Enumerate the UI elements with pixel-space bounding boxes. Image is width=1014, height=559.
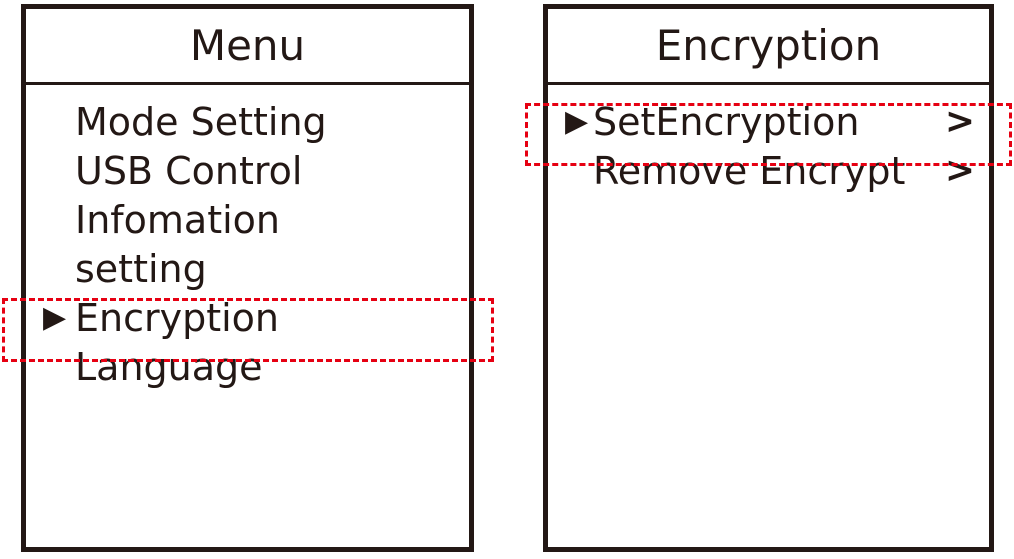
menu-screen-header: Menu (26, 9, 469, 85)
menu-item-usb-control[interactable]: USB Control (26, 146, 469, 195)
page-title: Encryption (655, 20, 882, 70)
selection-arrow-icon: ▶ (565, 103, 589, 139)
menu-item-set-encryption[interactable]: ▶ SetEncryption > (548, 97, 989, 146)
menu-list: Mode Setting USB Control Infomation sett… (26, 85, 469, 391)
menu-item-label: Encryption (75, 295, 280, 340)
encryption-list: ▶ SetEncryption > Remove Encrypt > (548, 85, 989, 195)
menu-item-mode-setting[interactable]: Mode Setting (26, 97, 469, 146)
menu-screen-panel: Menu Mode Setting USB Control Infomation… (21, 4, 474, 552)
menu-item-label: USB Control (75, 148, 303, 193)
menu-item-label: Language (75, 344, 263, 389)
menu-item-infomation[interactable]: Infomation (26, 195, 469, 244)
chevron-right-icon: > (944, 149, 975, 191)
selection-arrow-icon: ▶ (43, 299, 67, 335)
menu-item-label: SetEncryption (593, 99, 860, 144)
menu-item-encryption[interactable]: ▶ Encryption (26, 293, 469, 342)
menu-item-setting[interactable]: setting (26, 244, 469, 293)
page-title: Menu (189, 20, 306, 70)
menu-item-language[interactable]: Language (26, 342, 469, 391)
chevron-right-icon: > (944, 100, 975, 142)
encryption-screen-header: Encryption (548, 9, 989, 85)
menu-item-label: setting (75, 246, 207, 291)
menu-item-label: Infomation (75, 197, 281, 242)
menu-item-remove-encrypt[interactable]: Remove Encrypt > (548, 146, 989, 195)
menu-item-label: Remove Encrypt (593, 148, 906, 193)
encryption-screen-panel: Encryption ▶ SetEncryption > Remove Encr… (543, 4, 994, 552)
menu-item-label: Mode Setting (75, 99, 327, 144)
